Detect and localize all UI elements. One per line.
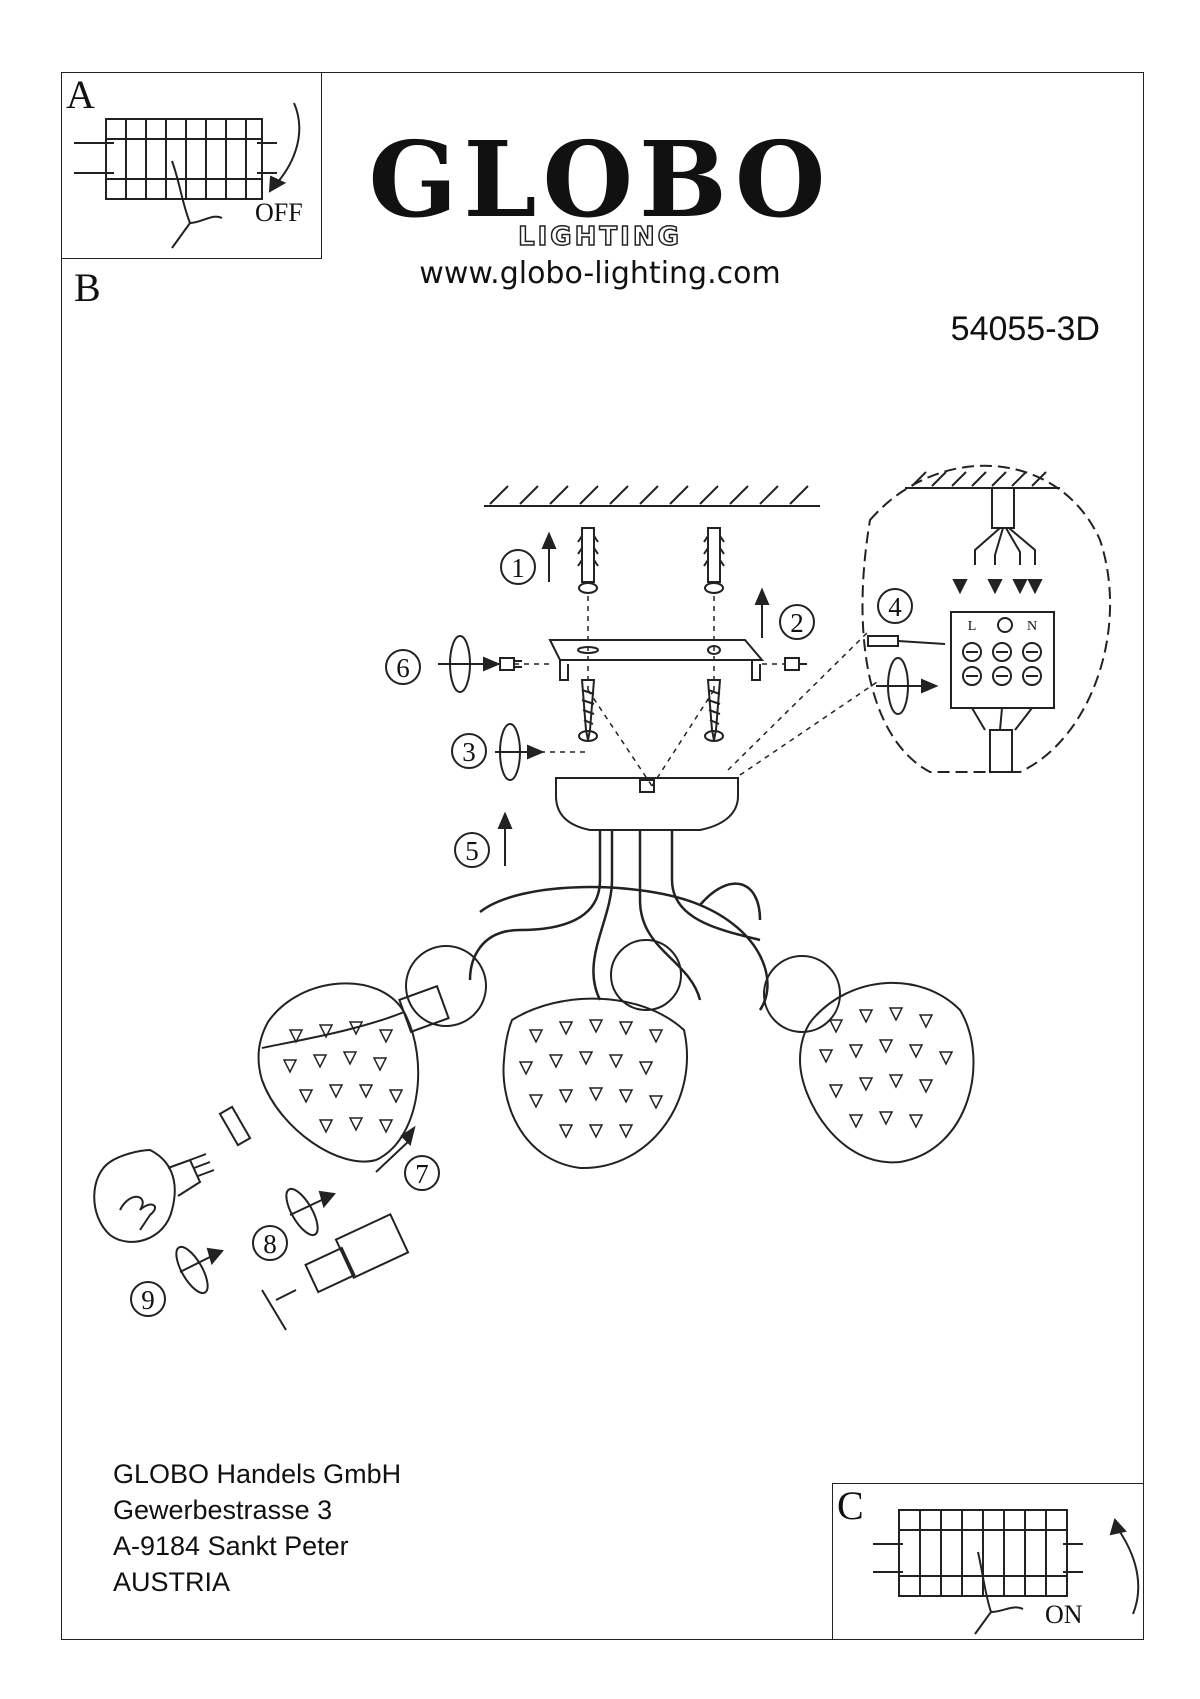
- breaker-off-illustration: [74, 102, 301, 249]
- shade-middle: [502, 997, 688, 1170]
- brand-logo: GLOBO: [368, 118, 832, 241]
- step-9-label: 9: [141, 1285, 155, 1315]
- panel-a-letter: A: [66, 72, 95, 117]
- step-8-label: 8: [263, 1229, 277, 1259]
- step-3-label: 3: [462, 737, 476, 767]
- terminal-block: [950, 611, 1055, 709]
- off-label: OFF: [255, 198, 303, 227]
- cable-top: [991, 487, 1015, 529]
- terminal-l-label: L: [968, 619, 977, 634]
- wall-plug-left: [577, 527, 599, 594]
- breaker-on-illustration: [873, 1509, 1140, 1635]
- socket-sleeve: [261, 1212, 410, 1331]
- ceiling-canopy: [555, 777, 739, 831]
- screw-right: [704, 679, 724, 742]
- shade-right: [798, 981, 975, 1164]
- step-7-label: 7: [415, 1159, 429, 1189]
- terminal-n-label: N: [1027, 619, 1037, 634]
- brand-subtitle: LIGHTING: [517, 221, 682, 253]
- screw-left: [578, 679, 598, 742]
- address-line-3: A-9184 Sankt Peter: [113, 1531, 349, 1561]
- manufacturer-address: GLOBO Handels GmbH Gewerbestrasse 3 A-91…: [113, 1456, 401, 1600]
- address-line-2: Gewerbestrasse 3: [113, 1495, 333, 1525]
- lamp-arms: [468, 830, 769, 1011]
- shade-ring: [218, 1105, 252, 1147]
- address-line-4: AUSTRIA: [113, 1567, 231, 1597]
- address-line-1: GLOBO Handels GmbH: [113, 1459, 402, 1489]
- arrow-step-9: [175, 1245, 224, 1295]
- shade-left: [257, 982, 420, 1163]
- arrow-step-3: [495, 723, 545, 781]
- brand-url: www.globo-lighting.com: [419, 256, 781, 291]
- mounting-bracket: [548, 639, 765, 661]
- arrow-step-4: [876, 657, 939, 715]
- panel-c-letter: C: [837, 1483, 864, 1528]
- step-4-label: 4: [888, 592, 902, 622]
- arrow-step-2: [754, 587, 770, 638]
- step-6-label: 6: [396, 653, 410, 683]
- step-2-label: 2: [790, 608, 804, 638]
- side-screw-right: [784, 657, 807, 671]
- wiring-detail-bubble: [861, 464, 1112, 773]
- model-number: 54055-3D: [950, 310, 1100, 348]
- arrow-step-5: [497, 811, 513, 866]
- screwdriver-icon: [867, 635, 946, 647]
- arrow-step-7: [375, 1125, 416, 1173]
- panel-a-switch-off: A OFF: [61, 72, 322, 259]
- step-1-label: 1: [511, 553, 525, 583]
- step-5-label: 5: [465, 836, 479, 866]
- panel-c-switch-on: C ON: [832, 1483, 1144, 1640]
- arrow-step-6: [438, 635, 501, 693]
- panel-b-letter: B: [74, 265, 101, 310]
- arrow-step-8: [285, 1187, 336, 1237]
- cable-bottom: [989, 729, 1013, 773]
- socket-left: [405, 945, 487, 1027]
- socket-middle: [610, 939, 682, 1011]
- page-frame: [61, 72, 1144, 1640]
- socket-right: [763, 955, 841, 1033]
- arrow-step-1: [541, 531, 557, 582]
- assembly-diagram: 1 2 3 4 5 6 7 8 9 L N: [93, 464, 1112, 1331]
- wall-plug-right: [703, 527, 725, 594]
- on-label: ON: [1045, 1600, 1083, 1629]
- earth-icon: [997, 617, 1013, 633]
- light-bulb: [93, 1148, 215, 1243]
